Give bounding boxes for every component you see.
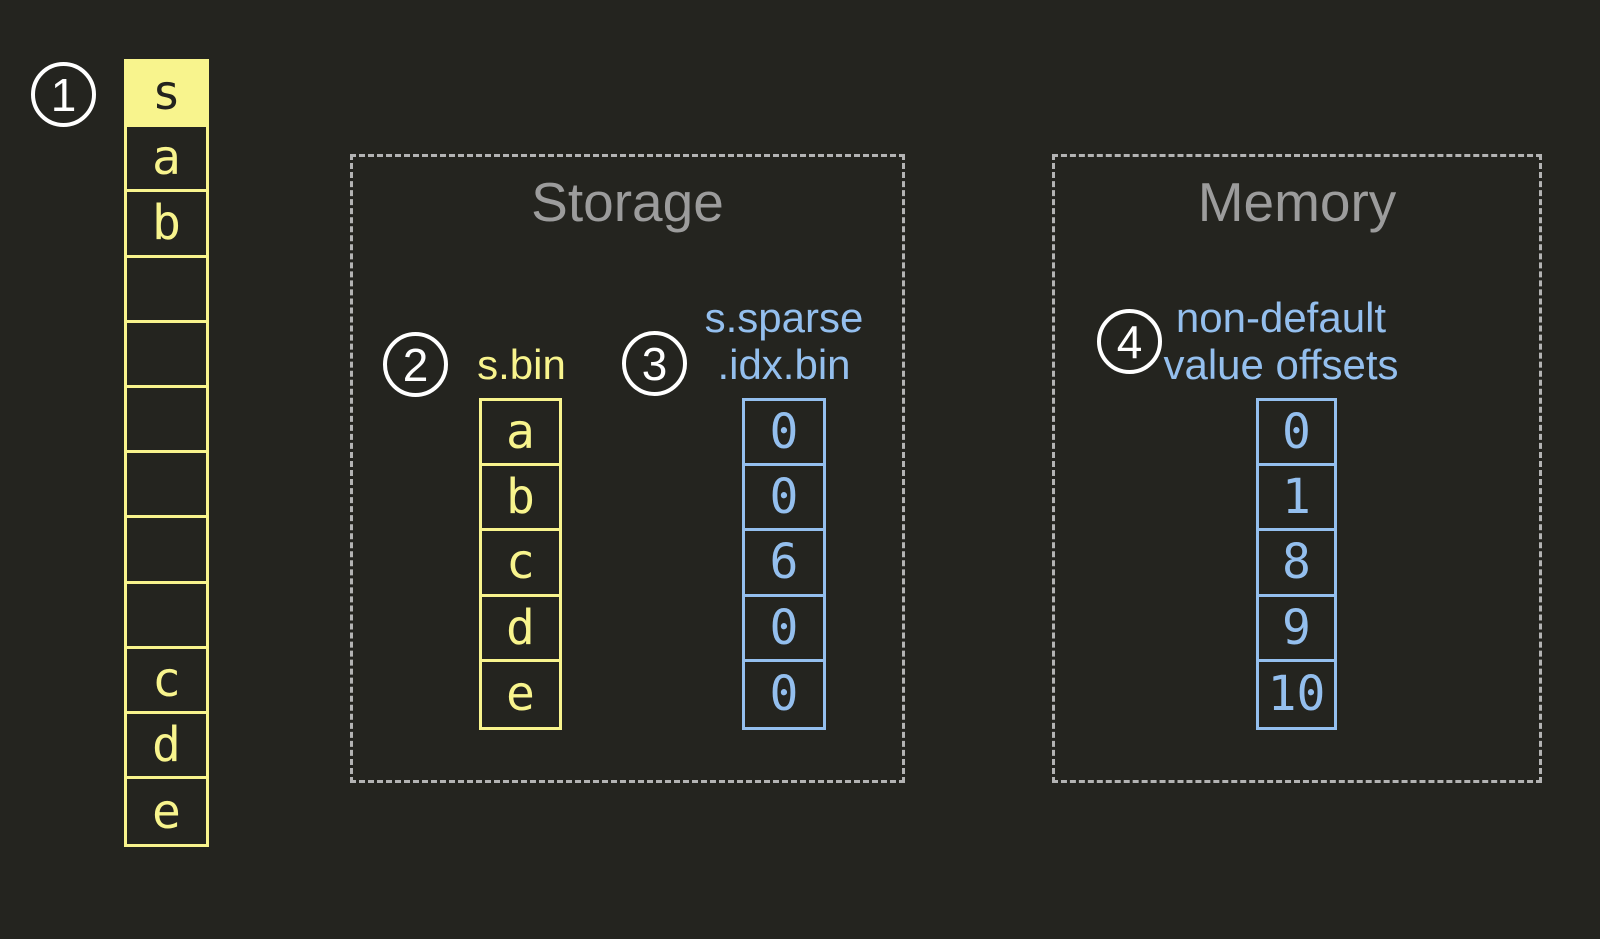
sbin-cell: c <box>482 531 559 597</box>
memory-box <box>1052 154 1542 783</box>
sbin-cell: d <box>482 597 559 662</box>
sparse-idx-cell: 0 <box>745 466 823 532</box>
offset-cell: 10 <box>1267 666 1326 723</box>
array-cell <box>127 258 206 323</box>
offset-cell: 0 <box>1259 401 1334 467</box>
sparse-idx-cell: 0 <box>769 666 799 723</box>
array-cell: b <box>127 192 206 258</box>
sparse-idx-label-line2: .idx.bin <box>717 341 851 388</box>
offsets-label-line1: non-default <box>1175 294 1387 341</box>
array-cell: e <box>152 783 181 840</box>
sbin-cell: e <box>506 666 535 723</box>
offset-cell: 8 <box>1259 531 1334 597</box>
array-cell: d <box>127 714 206 780</box>
storage-title: Storage <box>531 171 724 233</box>
sbin-file-label: s.bin <box>477 341 566 388</box>
array-cell <box>127 584 206 649</box>
sparse-idx-cell: 0 <box>745 597 823 662</box>
offset-cell: 9 <box>1259 597 1334 662</box>
array-cell <box>127 388 206 454</box>
offsets-label: non-default value offsets <box>1161 294 1401 388</box>
sbin-cell: a <box>482 401 559 467</box>
step-4-badge: 4 <box>1097 309 1162 374</box>
sbin-cell: b <box>482 466 559 532</box>
sparse-idx-file-label: s.sparse .idx.bin <box>684 294 884 388</box>
sparse-idx-label-line1: s.sparse <box>704 294 864 341</box>
sparse-idx-cell: 6 <box>745 531 823 597</box>
memory-title: Memory <box>1197 171 1397 233</box>
step-3-badge: 3 <box>622 331 687 396</box>
array-cell: s <box>127 62 206 128</box>
step-2-badge: 2 <box>383 332 448 397</box>
offset-cell: 1 <box>1259 466 1334 532</box>
array-cell <box>127 323 206 388</box>
storage-box <box>350 154 905 783</box>
offsets-label-line2: value offsets <box>1163 341 1399 388</box>
step-1-badge: 1 <box>31 62 96 127</box>
array-cell <box>127 453 206 519</box>
array-cell: a <box>127 127 206 193</box>
sparse-idx-cell: 0 <box>745 401 823 467</box>
array-cell <box>127 518 206 584</box>
array-cell: c <box>127 649 206 714</box>
